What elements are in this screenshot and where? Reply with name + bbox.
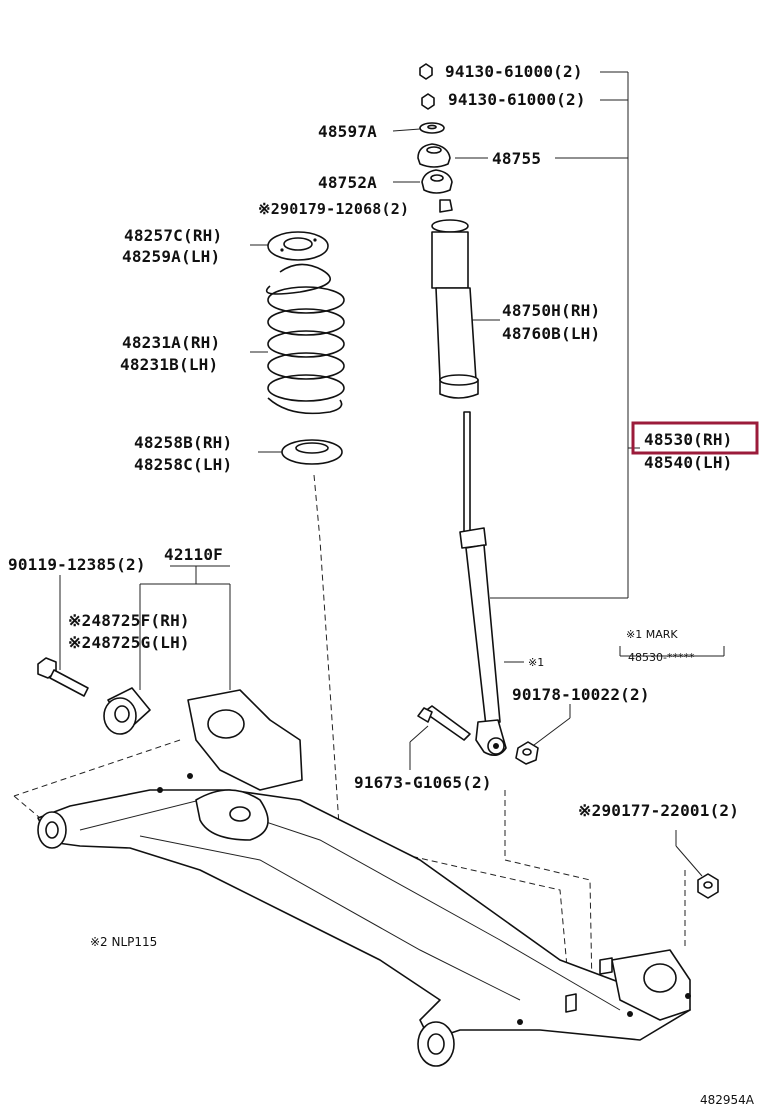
nut-top-2 [421, 93, 435, 110]
diagram-id: 482954A [700, 1093, 755, 1107]
label-48231a: 48231A(RH) [122, 333, 220, 352]
label-48725f: ※248725F(RH) [68, 611, 190, 630]
label-48259a: 48259A(LH) [122, 247, 220, 266]
collar-90179 [439, 199, 453, 213]
label-48750h: 48750H(RH) [502, 301, 600, 320]
coil-spring [265, 263, 345, 415]
bolt-90119 [37, 657, 89, 697]
label-48725g: ※248725G(LH) [68, 633, 190, 652]
lower-spring-seat [281, 439, 343, 465]
label-48231b: 48231B(LH) [120, 355, 218, 374]
part-labels: 94130-61000(2) 94130-61000(2) 48597A 487… [8, 62, 755, 1107]
label-90177: ※290177-22001(2) [578, 801, 739, 820]
mark-code: 48530-***** [628, 651, 695, 664]
bump-stop-boot [431, 219, 479, 399]
label-48752a: 48752A [318, 173, 377, 192]
label-48760b: 48760B(LH) [502, 324, 600, 343]
cushion-48752a [421, 169, 453, 194]
label-48540: 48540(LH) [644, 453, 733, 472]
mark-ref: ※1 [528, 656, 544, 669]
bushing-48725 [103, 687, 151, 735]
rear-axle-beam [37, 689, 691, 1067]
label-48257c: 48257C(RH) [124, 226, 222, 245]
label-42110f: 42110F [164, 545, 223, 564]
washer-48597a [419, 122, 445, 134]
nut-90177 [697, 873, 719, 899]
label-90119: 90119-12385(2) [8, 555, 146, 574]
label-94130-b: 94130-61000(2) [448, 90, 586, 109]
note-nlp115: ※2 NLP115 [90, 935, 157, 949]
cushion-48755 [417, 143, 451, 168]
label-48597a: 48597A [318, 122, 377, 141]
label-48258c: 48258C(LH) [134, 455, 232, 474]
label-48258b: 48258B(RH) [134, 433, 232, 452]
highlight-box[interactable] [631, 421, 759, 455]
highlighted-part-48530[interactable]: 48530(RH) [631, 421, 759, 455]
nut-top-1 [419, 63, 433, 80]
label-48755: 48755 [492, 149, 541, 168]
label-90178: 90178-10022(2) [512, 685, 650, 704]
shock-absorber [459, 411, 507, 756]
label-48530[interactable]: 48530(RH) [644, 430, 733, 449]
nut-90178 [515, 741, 539, 765]
mark-title: ※1 MARK [626, 628, 678, 641]
label-90179: ※290179-12068(2) [258, 200, 409, 218]
label-91673: 91673-G1065(2) [354, 773, 492, 792]
upper-spring-seat [267, 231, 329, 261]
bolt-91673 [417, 705, 471, 741]
label-94130-a: 94130-61000(2) [445, 62, 583, 81]
